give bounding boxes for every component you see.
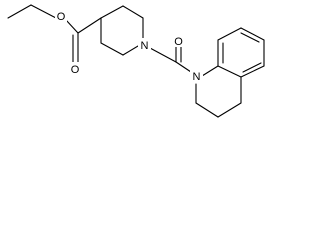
piperidine-n-label: N — [141, 40, 149, 52]
bond-carbonyl-ring — [77, 17, 102, 34]
quinoline-n-label: N — [193, 71, 201, 83]
bond-thq-2 — [195, 102, 219, 118]
ester-o-single-label: O — [57, 11, 66, 23]
amide-o-label: O — [174, 36, 183, 48]
bond-pip-6 — [100, 5, 124, 19]
bond-thq-n-c8a — [201, 65, 219, 77]
quinoline-n-bg — [190, 69, 203, 82]
piperidine-n-bg — [138, 38, 151, 51]
molecule-diagram: O O N O N — [7, 4, 265, 118]
bond-pip-5 — [122, 5, 144, 19]
bond-n-carbonyl — [149, 47, 177, 63]
bond-benz-4 — [240, 27, 265, 41]
structure-canvas: O O N O N — [7, 4, 265, 118]
bond-benz-2 — [240, 65, 265, 78]
ester-o-double-label: O — [71, 64, 80, 76]
amide-o-bg — [172, 34, 185, 47]
ester-o-single-bg — [55, 9, 67, 22]
bond-o-carbonyl — [65, 19, 79, 34]
bond-benz-2-inner — [242, 62, 262, 73]
bond-ch3-ch2 — [7, 4, 32, 19]
bond-thq-3 — [217, 102, 242, 118]
bond-benz-5 — [217, 27, 242, 41]
ester-o-double-bg — [69, 62, 81, 75]
bond-pip-2 — [100, 42, 124, 56]
bond-ch2-o — [30, 4, 57, 19]
bond-benz-4-inner — [240, 32, 260, 43]
bond-benz-1 — [217, 65, 242, 78]
